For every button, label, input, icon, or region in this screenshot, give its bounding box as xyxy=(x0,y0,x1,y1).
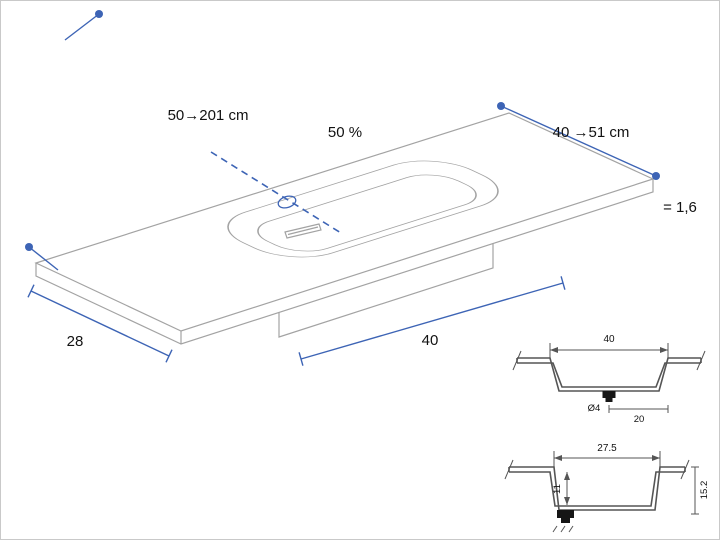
section-top-width-arrow-right xyxy=(660,347,668,353)
faucet-hole xyxy=(277,195,297,209)
left-depth-label: 28 xyxy=(67,333,84,350)
width-range-label: 50→201 cm xyxy=(168,107,249,124)
section-top-break-right xyxy=(696,350,706,371)
section-bottom-break-right xyxy=(680,459,690,480)
section-bottom-drain-hatch-3 xyxy=(568,525,574,533)
left-depth-tick-start xyxy=(27,284,35,298)
cross-section-bottom: 27.5 11 15.2 xyxy=(504,443,710,533)
basin-rim-outer xyxy=(227,160,499,258)
depth-range-label: 40 →51 cm xyxy=(553,124,630,141)
front-width-tick-end xyxy=(560,276,566,290)
section-bottom-inner-depth-label: 11 xyxy=(552,484,563,494)
depth-dimension-line xyxy=(500,105,657,177)
cross-section-top: 40 Ø4 20 xyxy=(512,334,706,425)
section-bottom-profile-outer xyxy=(509,466,685,511)
front-width-tick-start xyxy=(298,352,304,366)
section-bottom-drain-hatch-1 xyxy=(552,525,558,533)
front-width-label: 40 xyxy=(422,332,439,349)
dimension-lines xyxy=(25,10,660,366)
section-top-break-left xyxy=(512,350,522,371)
section-bottom-width-arrow-right xyxy=(652,455,660,461)
section-bottom-inner-depth-arrow-bottom xyxy=(564,497,570,505)
section-bottom-break-left xyxy=(504,459,514,480)
section-top-width-label: 40 xyxy=(603,334,615,345)
section-top-profile-inner xyxy=(516,358,702,388)
section-top-width-arrow-left xyxy=(550,347,558,353)
corner-dot-top-left-stub xyxy=(64,13,100,41)
section-bottom-inner-depth-arrow-top xyxy=(564,472,570,480)
front-width-dimension-line xyxy=(300,282,564,360)
width-direction-dashed-line xyxy=(210,151,342,234)
section-top-offset-label: 20 xyxy=(634,414,645,425)
main-labels: 50→201 cm 50 % 40 →51 cm = 1,6 28 40 xyxy=(67,107,697,350)
under-basin-box xyxy=(278,243,494,338)
thickness-label: = 1,6 xyxy=(663,199,697,216)
section-bottom-width-arrow-left xyxy=(554,455,562,461)
section-top-drain-stem xyxy=(605,398,613,402)
section-bottom-width-label: 27.5 xyxy=(597,443,617,454)
section-bottom-drain xyxy=(557,510,574,518)
countertop-thickness-edges xyxy=(35,179,654,345)
corner-dot-left-stub xyxy=(28,246,59,271)
drain-slot xyxy=(284,223,322,239)
section-bottom-drain-hatch-2 xyxy=(560,525,566,533)
section-top-drain xyxy=(602,391,616,398)
section-bottom-drain-stem xyxy=(561,518,570,523)
section-top-drain-diameter-label: Ø4 xyxy=(588,403,601,414)
basin-position-label: 50 % xyxy=(328,124,362,141)
left-depth-tick-end xyxy=(165,349,173,363)
section-bottom-total-height-label: 15.2 xyxy=(699,481,710,500)
basin-bottom-edge xyxy=(257,174,477,252)
left-depth-dimension-line xyxy=(30,290,170,357)
corner-dot-right xyxy=(652,172,660,180)
countertop-outline xyxy=(34,112,655,345)
basin xyxy=(227,160,499,258)
